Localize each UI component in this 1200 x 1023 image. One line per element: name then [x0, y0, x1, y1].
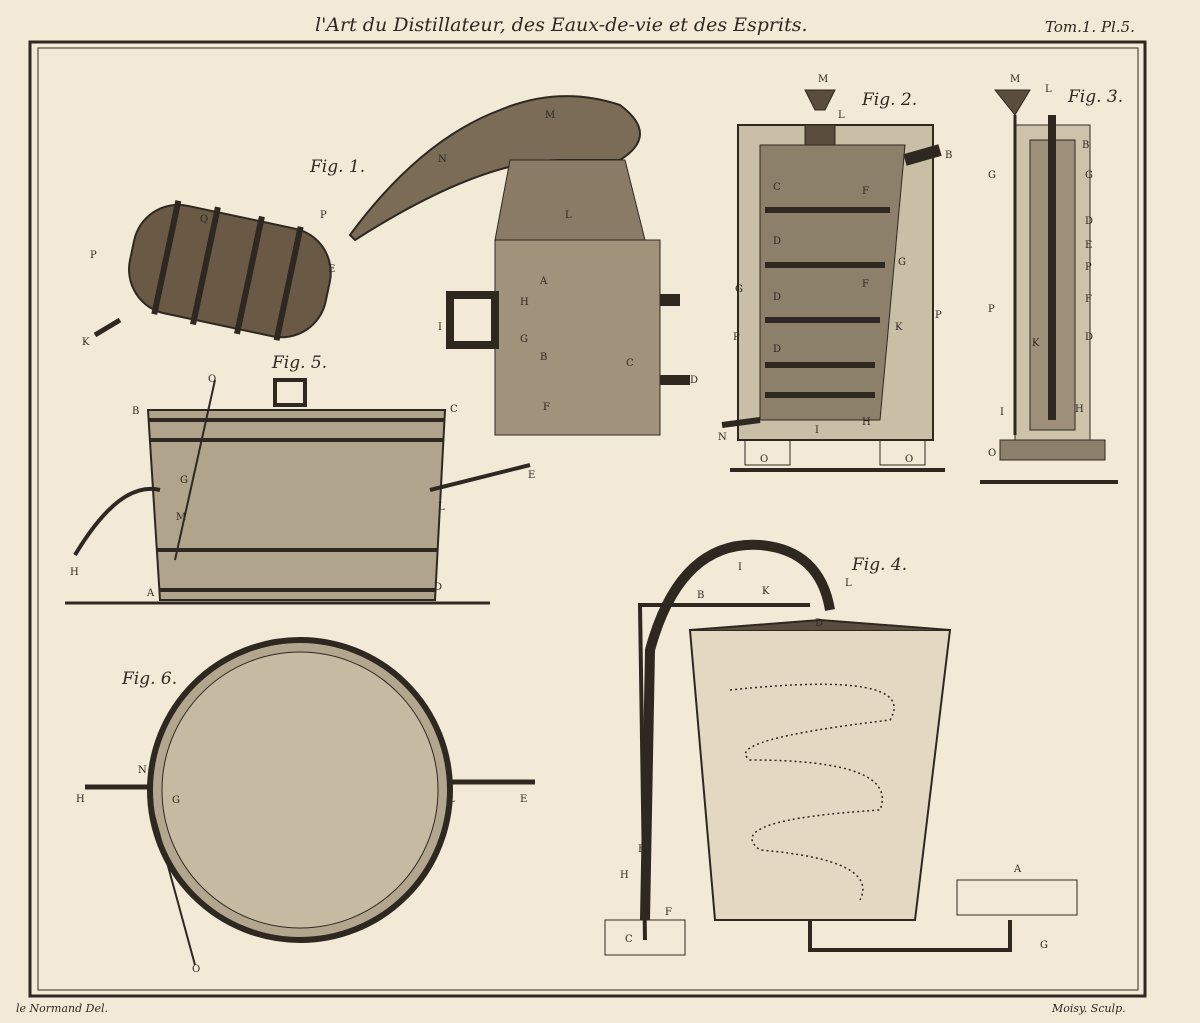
part-label: O	[208, 374, 216, 385]
part-label: E	[776, 544, 783, 555]
part-label: I	[1000, 407, 1004, 418]
part-label: D	[773, 344, 781, 355]
part-label: A	[539, 276, 548, 287]
fig4-condenser	[604, 539, 1078, 956]
figure-title: Fig. 5.	[271, 353, 327, 373]
part-label: N	[438, 154, 447, 165]
part-label: M	[818, 74, 828, 85]
part-label: H	[862, 417, 871, 428]
part-label: D	[773, 236, 781, 247]
part-label: O	[192, 964, 200, 975]
part-label: L	[438, 502, 445, 513]
fig2-apparatus	[721, 89, 945, 472]
part-label: D	[690, 375, 698, 386]
figure-title: Fig. 3.	[1067, 87, 1123, 107]
part-label: O	[988, 448, 996, 459]
part-label: B	[540, 352, 547, 363]
part-label: H	[520, 297, 529, 308]
part-label: G	[520, 334, 528, 345]
part-label: H	[1075, 404, 1084, 415]
part-label: E	[520, 794, 527, 805]
part-label: O	[760, 454, 768, 465]
part-label: K	[895, 322, 903, 333]
part-label: H	[76, 794, 85, 805]
part-label: P	[1085, 262, 1092, 273]
part-label: A	[1013, 864, 1022, 875]
fig5-tub	[65, 378, 531, 605]
part-label: G	[172, 795, 180, 806]
part-label: F	[862, 279, 869, 290]
part-label: K	[1032, 338, 1040, 349]
part-label: F	[862, 186, 869, 197]
part-label: B	[945, 150, 952, 161]
part-label: P	[90, 250, 97, 261]
part-label: M	[176, 512, 186, 523]
part-label: H	[70, 567, 79, 578]
engraver-credit: Moisy. Sculp.	[1052, 1002, 1126, 1015]
part-label: D	[434, 582, 442, 593]
part-label: C	[625, 934, 633, 945]
part-label: K	[762, 586, 770, 597]
fig1-barrel	[93, 200, 332, 341]
part-label: G	[898, 257, 906, 268]
part-label: E	[328, 264, 335, 275]
part-label: C	[626, 358, 634, 369]
part-label: H	[620, 870, 629, 881]
draughtsman-credit: le Normand Del.	[16, 1002, 108, 1015]
part-label: I	[438, 322, 442, 333]
fig3-column	[980, 89, 1118, 484]
part-label: D	[1085, 332, 1093, 343]
part-label: B	[1082, 140, 1089, 151]
part-label: L	[845, 578, 852, 589]
part-label: C	[450, 404, 458, 415]
part-label: P	[320, 210, 327, 221]
figure-title: Fig. 4.	[851, 555, 907, 575]
part-label: E	[528, 470, 535, 481]
part-label: D	[773, 292, 781, 303]
part-label: G	[180, 475, 188, 486]
part-label: I	[738, 562, 742, 573]
part-label: G	[988, 170, 996, 181]
part-label: O	[905, 454, 913, 465]
part-label: L	[838, 110, 845, 121]
part-label: G	[1040, 940, 1048, 951]
figure-title: Fig. 1.	[309, 157, 365, 177]
fig6-vessel	[85, 637, 535, 966]
figure-title: Fig. 2.	[861, 90, 917, 110]
part-label: K	[82, 337, 90, 348]
part-label: B	[697, 590, 704, 601]
part-label: E	[1085, 240, 1092, 251]
plate-number: Tom.1. Pl.5.	[1045, 18, 1135, 36]
part-label: F	[665, 907, 672, 918]
part-label: C	[773, 182, 781, 193]
part-label: D	[1085, 216, 1093, 227]
part-label: M	[1010, 74, 1020, 85]
part-label: D	[815, 618, 823, 629]
part-label: M	[545, 110, 555, 121]
part-label: F	[1085, 294, 1092, 305]
part-label: P	[935, 310, 942, 321]
part-label: Q	[200, 214, 208, 225]
part-label: N	[138, 765, 147, 776]
part-label: B	[132, 406, 139, 417]
part-label: P	[988, 304, 995, 315]
figure-title: Fig. 6.	[121, 669, 177, 689]
part-label: L	[1045, 84, 1052, 95]
plate-border-inner	[37, 47, 1139, 991]
part-label: G	[735, 284, 743, 295]
plate-border-outer	[28, 40, 1147, 998]
plate-title: l'Art du Distillateur, des Eaux-de-vie e…	[315, 14, 808, 36]
part-label: G	[1085, 170, 1093, 181]
fig1-still	[348, 95, 690, 436]
part-label: I	[815, 425, 819, 436]
part-label: P	[733, 332, 740, 343]
part-label: B	[638, 844, 645, 855]
part-label: F	[543, 402, 550, 413]
part-label: L	[565, 210, 572, 221]
part-label: A	[146, 588, 155, 599]
part-label: N	[718, 432, 727, 443]
part-label: L	[448, 794, 455, 805]
